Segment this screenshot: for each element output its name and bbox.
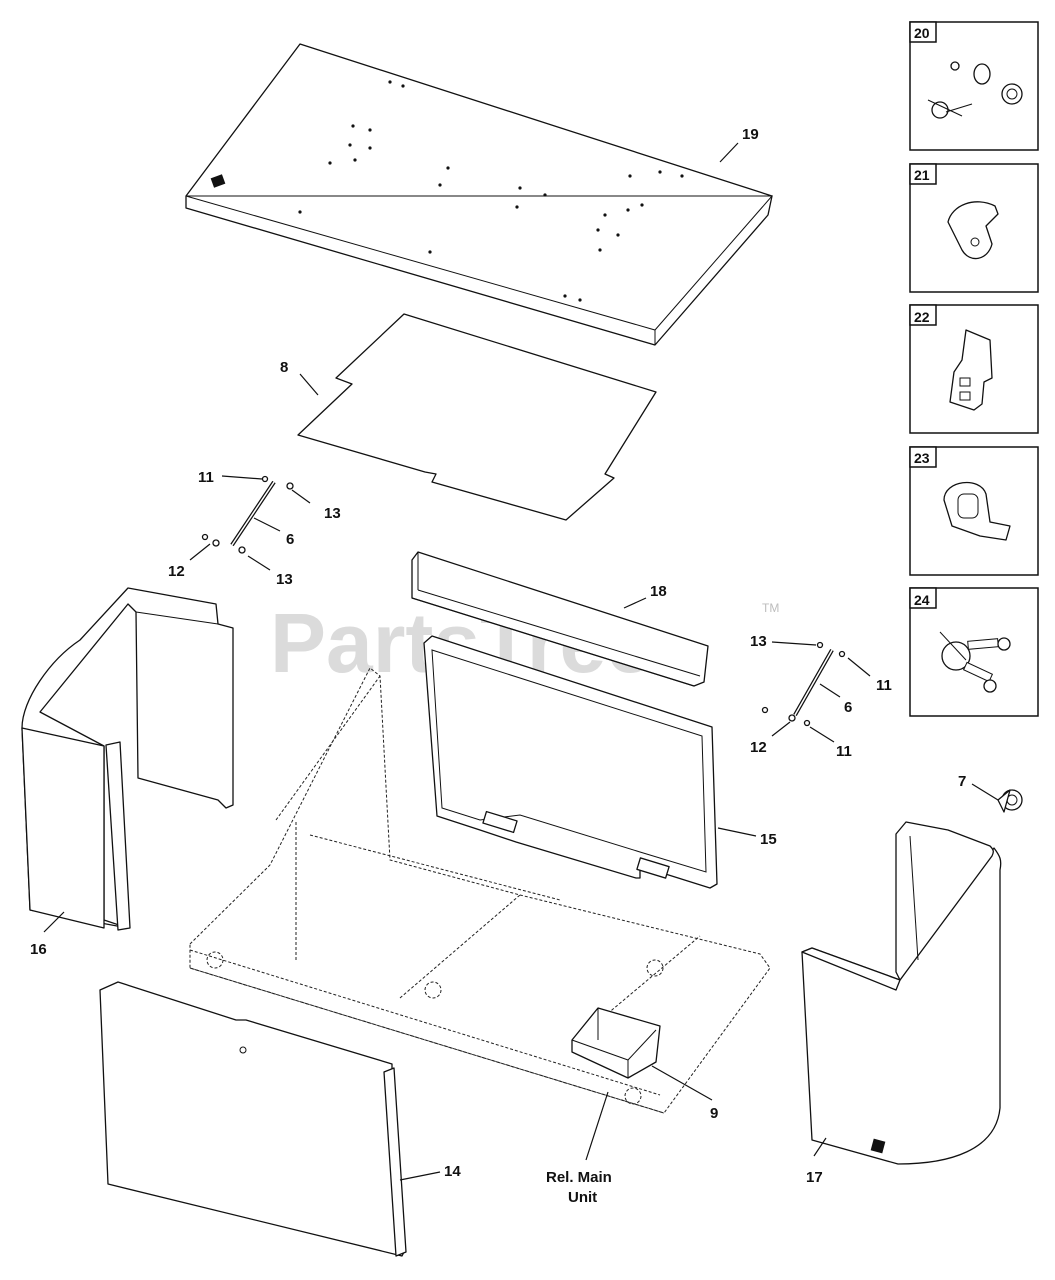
callout-19: 19 bbox=[742, 126, 759, 143]
callout-18: 18 bbox=[650, 583, 667, 600]
callout-16: 16 bbox=[30, 941, 47, 958]
watermark-trademark: TM bbox=[762, 601, 779, 615]
front-panel bbox=[99, 981, 407, 1257]
callout-13-right: 13 bbox=[750, 633, 767, 650]
rail bbox=[411, 551, 709, 687]
callout-11-left-top: 11 bbox=[198, 469, 214, 486]
callout-7: 7 bbox=[958, 773, 966, 790]
callout-6-right: 6 bbox=[844, 699, 852, 716]
insulation-panel bbox=[297, 313, 657, 521]
callout-ref-main-line2: Unit bbox=[568, 1189, 597, 1206]
callouts: 19 8 11 13 6 12 13 18 13 11 6 12 11 7 15… bbox=[30, 126, 966, 1206]
callout-9: 9 bbox=[710, 1105, 718, 1122]
inset-21-number: 21 bbox=[914, 167, 930, 183]
base-frame bbox=[189, 667, 771, 1114]
callout-12-left: 12 bbox=[168, 563, 185, 580]
inset-box-23: 23 bbox=[909, 446, 1039, 576]
gas-strut-right bbox=[761, 641, 846, 727]
latch-bracket-icon bbox=[949, 329, 993, 411]
key-lock-icon bbox=[939, 631, 1011, 693]
control-box bbox=[571, 1007, 661, 1079]
door-frame-panel bbox=[423, 635, 718, 889]
inset-box-22: 22 bbox=[909, 304, 1039, 434]
inset-box-20: 20 bbox=[909, 21, 1039, 151]
callout-12-right: 12 bbox=[750, 739, 767, 756]
callout-ref-main-line1: Rel. Main bbox=[546, 1169, 612, 1186]
callout-14: 14 bbox=[444, 1163, 461, 1180]
leader-lines bbox=[43, 142, 999, 1181]
inset-box-24: 24 bbox=[909, 587, 1039, 717]
callout-13-left-top: 13 bbox=[324, 505, 341, 522]
inset-23-number: 23 bbox=[914, 450, 930, 466]
lock-hasp-icon bbox=[943, 481, 1011, 541]
callout-8: 8 bbox=[280, 359, 288, 376]
callout-15: 15 bbox=[760, 831, 777, 848]
inset-box-21: 21 bbox=[909, 163, 1039, 293]
lock bbox=[997, 789, 1023, 813]
roof-panel bbox=[185, 43, 774, 346]
inset-22-number: 22 bbox=[914, 309, 930, 325]
left-side-panel bbox=[21, 587, 234, 931]
right-side-panel bbox=[801, 821, 1002, 1165]
callout-11-right-bottom: 11 bbox=[836, 743, 852, 760]
callout-6-left: 6 bbox=[286, 531, 294, 548]
gas-strut-left bbox=[201, 475, 294, 554]
inset-20-number: 20 bbox=[914, 25, 930, 41]
callout-13-left-bottom: 13 bbox=[276, 571, 293, 588]
inset-24-number: 24 bbox=[914, 592, 930, 608]
callout-11-right-top: 11 bbox=[876, 677, 892, 694]
lock-cylinder-kit-icon bbox=[927, 61, 1023, 119]
callout-17: 17 bbox=[806, 1169, 823, 1186]
cam-icon bbox=[947, 201, 999, 260]
